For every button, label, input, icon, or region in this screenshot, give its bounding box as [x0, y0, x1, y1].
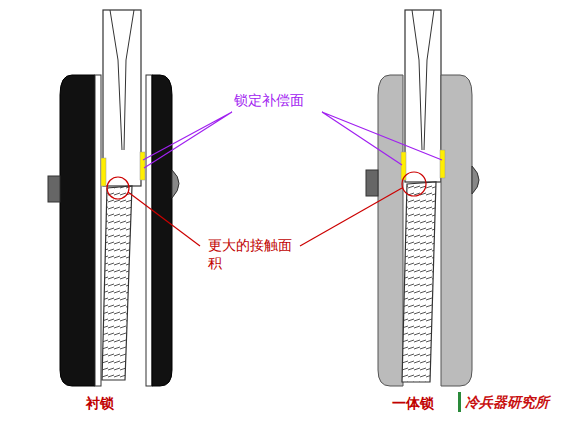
right-frame: [441, 75, 472, 386]
watermark: 冷兵器研究所: [465, 394, 565, 412]
left-scale: [378, 75, 403, 386]
watermark-bar: [458, 392, 461, 412]
pivot-head: [366, 170, 378, 196]
contact-circle: [402, 172, 426, 196]
lock-face: [440, 150, 445, 178]
lock-bar: [102, 186, 132, 380]
figure-title: 一体锁: [392, 395, 452, 413]
callout-label: 锁定补偿面: [234, 92, 324, 110]
figure-title: 衬锁: [86, 395, 126, 413]
contact-circle: [107, 177, 129, 199]
pivot-nut: [472, 166, 479, 194]
blade: [103, 10, 141, 186]
callout-label: 更大的接触面积: [208, 237, 298, 272]
liner-lock-figure: [48, 10, 179, 386]
left-scale: [60, 75, 95, 386]
blade-edge: [110, 10, 134, 150]
lock-face: [140, 152, 145, 180]
blade: [405, 10, 441, 182]
leader-line: [143, 112, 232, 168]
pivot-head: [48, 176, 60, 202]
right-scale: [152, 75, 172, 386]
lock-face: [101, 158, 106, 186]
leader-line: [300, 188, 402, 246]
right-liner: [146, 75, 152, 386]
left-liner: [95, 75, 101, 386]
frame-lock-figure: [366, 10, 479, 386]
blade-edge: [412, 10, 434, 150]
leader-line: [128, 192, 200, 246]
pivot-nut: [172, 170, 179, 198]
leader-line: [322, 112, 442, 165]
lock-bar: [402, 182, 436, 382]
